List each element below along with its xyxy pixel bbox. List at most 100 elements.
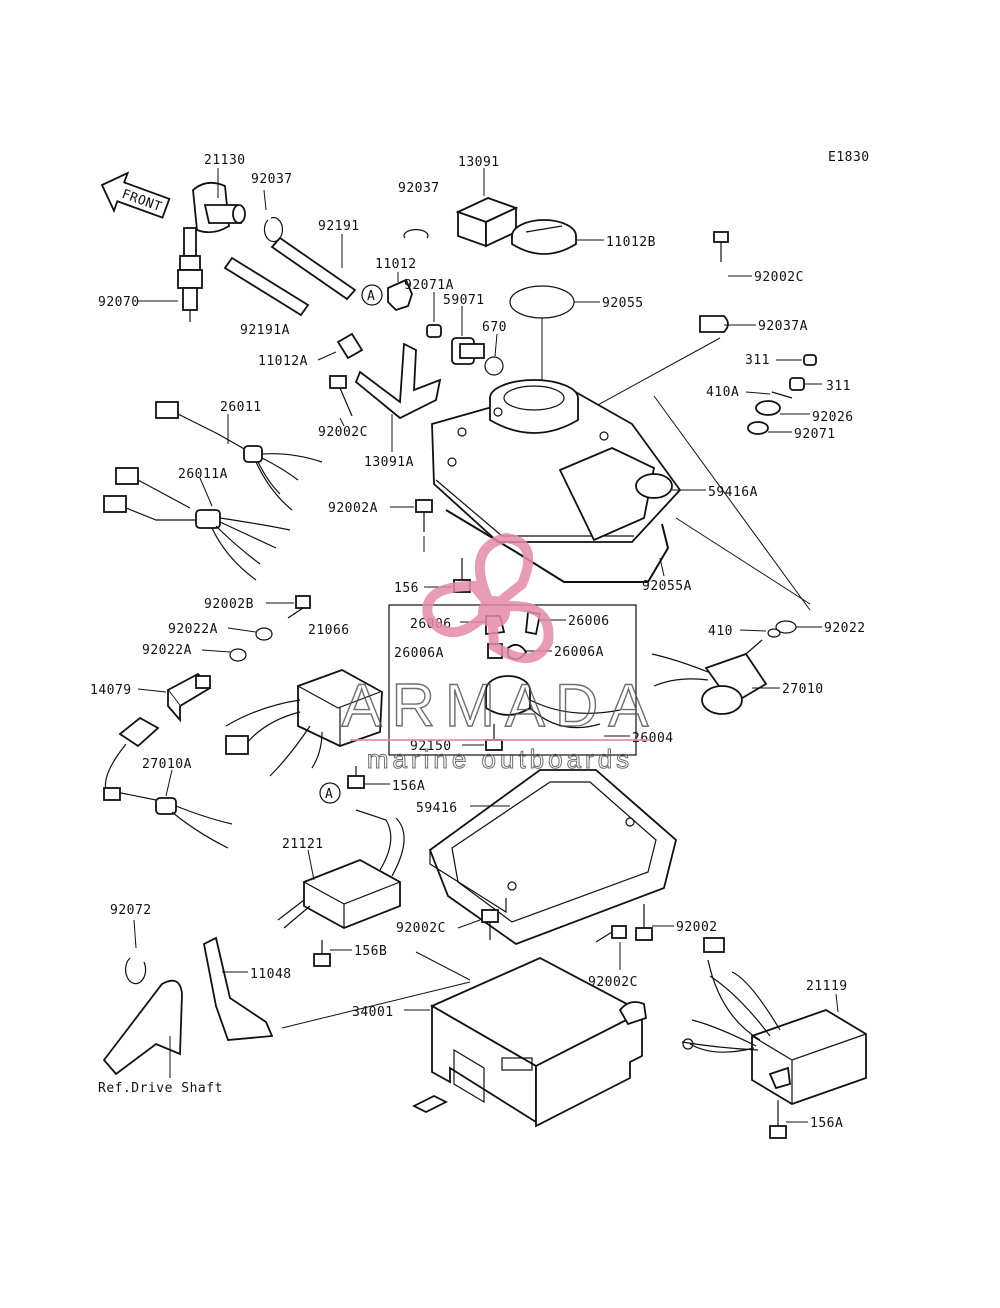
label-92002: 92002: [676, 920, 718, 935]
label-156A-mid: 156A: [392, 779, 425, 794]
regulator-drawing: [225, 669, 383, 777]
cap-drawing: [511, 219, 577, 255]
label-92022: 92022: [824, 621, 866, 636]
label-27010: 27010: [782, 682, 824, 697]
label-92037: 92037: [398, 181, 440, 196]
clamp-drawing: [699, 315, 729, 333]
label-26011A: 26011A: [178, 467, 228, 482]
ecu-bracket-drawing: [411, 956, 647, 1128]
callout-a-top: A: [367, 289, 375, 304]
label-92002C-low: 92002C: [396, 921, 446, 936]
label-92002C-tr: 92002C: [754, 270, 804, 285]
electric-case-cover-drawing: [431, 379, 682, 543]
label-21066: 21066: [308, 623, 350, 638]
bolt-mid-drawing: [329, 375, 353, 417]
harness-26011A-drawing: [103, 467, 291, 581]
bolt-c-low2-drawing: [595, 925, 627, 943]
label-26006A-l: 26006A: [394, 646, 444, 661]
label-13091A: 13091A: [364, 455, 414, 470]
label-311-b: 311: [826, 379, 851, 394]
label-92055: 92055: [602, 296, 644, 311]
harness-27010A-drawing: [103, 716, 233, 849]
label-59416A: 59416A: [708, 485, 758, 500]
boot-drawing: [387, 278, 413, 312]
label-410: 410: [708, 624, 733, 639]
washer-a-drawing: [255, 627, 273, 641]
watermark-tagline: marine outboards: [367, 744, 633, 774]
label-14079: 14079: [90, 683, 132, 698]
front-arrow-icon: FRONT: [100, 171, 171, 219]
rubber-drawing: [755, 400, 781, 416]
label-11012: 11012: [375, 257, 417, 272]
grommet3-drawing: [747, 421, 769, 435]
propeller-logo-icon: [422, 532, 554, 664]
o-ring-drawing: [484, 356, 504, 376]
label-92037A: 92037A: [758, 319, 808, 334]
label-11012B: 11012B: [606, 235, 656, 250]
label-26006-r: 26006: [568, 614, 610, 629]
label-92002A: 92002A: [328, 501, 378, 516]
label-92191A: 92191A: [240, 323, 290, 338]
label-92026: 92026: [812, 410, 854, 425]
bolt-a-drawing: [415, 499, 433, 532]
harness-26011-drawing: [155, 401, 323, 511]
label-92002C-low2: 92002C: [588, 975, 638, 990]
label-11012A: 11012A: [258, 354, 308, 369]
sensor-drawing: [166, 672, 212, 723]
bolt-156b-drawing: [313, 940, 331, 967]
bracket-drawing: [354, 342, 442, 420]
washer-b-drawing: [229, 648, 247, 662]
bolt-156a-drawing: [347, 766, 365, 789]
drive-shaft-bracket-drawing: [102, 979, 183, 1076]
label-59416: 59416: [416, 801, 458, 816]
label-92071: 92071: [794, 427, 836, 442]
label-92037-top: 92037: [251, 172, 293, 187]
clip-drawing: [403, 229, 429, 239]
bolt-b-drawing: [287, 595, 311, 619]
bolt-92002-drawing: [635, 904, 653, 941]
label-26006A-r: 26006A: [554, 645, 604, 660]
label-92191: 92191: [318, 219, 360, 234]
label-26011: 26011: [220, 400, 262, 415]
label-34001: 34001: [352, 1005, 394, 1020]
label-92055A: 92055A: [642, 579, 692, 594]
label-92072: 92072: [110, 903, 152, 918]
cdi-unit-drawing: [681, 937, 867, 1105]
large-o-ring-drawing: [509, 285, 575, 319]
grommet2-drawing: [789, 377, 805, 391]
ignition-coil-drawing: [277, 809, 405, 929]
bolt-drawing: [713, 231, 729, 262]
hose-drawing: [223, 236, 357, 317]
label-311-a: 311: [745, 353, 770, 368]
label-92002C-mid: 92002C: [318, 425, 368, 440]
nut-drawing: [426, 324, 442, 338]
label-13091: 13091: [458, 155, 500, 170]
label-27010A: 27010A: [142, 757, 192, 772]
switch-drawing: [651, 639, 768, 715]
clip-92072-drawing: [125, 957, 147, 985]
bolt-156a-low-drawing: [769, 1100, 787, 1139]
label-156A-low: 156A: [810, 1116, 843, 1131]
collar-drawing: [771, 391, 793, 399]
label-21130: 21130: [204, 153, 246, 168]
collar2-drawing: [767, 628, 781, 638]
label-21119: 21119: [806, 979, 848, 994]
starter-relay-drawing: [485, 675, 621, 729]
ref-note: Ref.Drive Shaft: [98, 1081, 223, 1096]
fitting-drawing: [451, 337, 485, 365]
label-92002B: 92002B: [204, 597, 254, 612]
label-156: 156: [394, 581, 419, 596]
label-410A: 410A: [706, 385, 739, 400]
bracket-11048-drawing: [202, 936, 274, 1041]
watermark-brand: ARMADA: [342, 672, 659, 739]
label-92070: 92070: [98, 295, 140, 310]
gasket-cord-drawing: [445, 509, 670, 583]
label-26004: 26004: [632, 731, 674, 746]
electric-case-drawing: [428, 769, 678, 946]
diagram-code: E1830: [828, 150, 870, 165]
bolt-c-low-drawing: [481, 909, 499, 940]
connector-block-drawing: [455, 197, 519, 248]
label-92022A-a: 92022A: [168, 622, 218, 637]
grommet-drawing: [803, 354, 817, 366]
